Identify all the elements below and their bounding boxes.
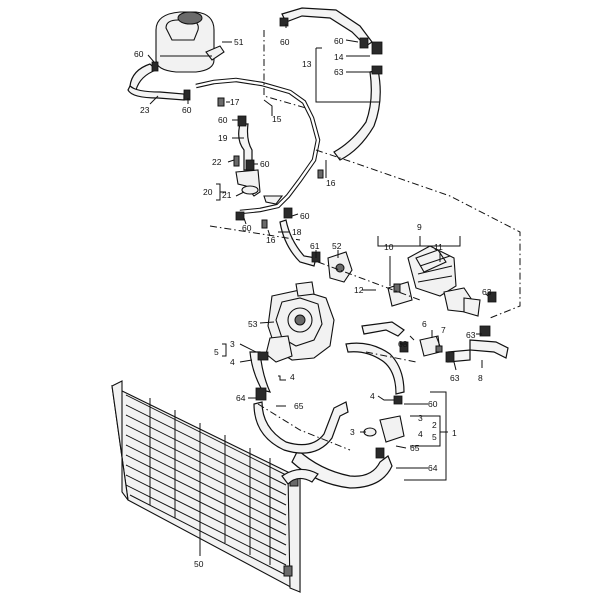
callout-60: 60	[242, 223, 252, 233]
callout-60: 60	[300, 211, 310, 221]
radiator	[111, 380, 301, 593]
hose-upper-right	[361, 321, 405, 337]
expansion-tank	[155, 11, 225, 73]
callout-6: 6	[422, 319, 427, 329]
bracket-20	[235, 169, 284, 205]
thermostat-housing-53	[265, 281, 335, 363]
aux-water-pump	[387, 245, 497, 337]
callout-16: 16	[326, 178, 336, 188]
callout-5: 5	[214, 347, 219, 357]
callout-15: 15	[272, 114, 282, 124]
callout-21: 21	[222, 190, 232, 200]
callout-1: 1	[452, 428, 457, 438]
temperature-sensor-22	[233, 155, 240, 167]
callout-19: 19	[218, 133, 228, 143]
callout-65: 65	[410, 443, 420, 453]
callout-4: 4	[370, 391, 375, 401]
callout-18: 18	[292, 227, 302, 237]
hose-8	[447, 339, 509, 363]
callout-23: 23	[140, 105, 150, 115]
callout-52: 52	[332, 241, 342, 251]
callout-60: 60	[428, 399, 438, 409]
callout-5: 5	[432, 432, 437, 442]
callout-60: 60	[182, 105, 192, 115]
callout-64: 64	[236, 393, 246, 403]
hose-13	[281, 7, 381, 161]
callout-17: 17	[230, 97, 240, 107]
callout-11: 11	[434, 242, 443, 252]
callout-60: 60	[280, 37, 290, 47]
callout-51: 51	[234, 37, 244, 47]
callout-14: 14	[334, 52, 344, 62]
hose-65	[249, 351, 272, 393]
callout-3: 3	[418, 413, 423, 423]
callout-63: 63	[466, 330, 476, 340]
callout-labels: 51 60 23 60 17 15 60 19 22 60 20 21 60 6…	[134, 36, 492, 569]
callout-63: 63	[398, 339, 408, 349]
callout-20: 20	[203, 187, 213, 197]
callout-4: 4	[230, 357, 235, 367]
callout-3: 3	[350, 427, 355, 437]
connector-lower-right	[363, 395, 405, 459]
callout-2: 2	[432, 420, 437, 430]
callout-22: 22	[212, 157, 222, 167]
hose-4-right	[345, 342, 405, 395]
callout-65: 65	[294, 401, 304, 411]
callout-4: 4	[418, 429, 423, 439]
callout-53: 53	[248, 319, 258, 329]
callout-13: 13	[302, 59, 312, 69]
callout-63: 63	[482, 287, 492, 297]
t-piece-6	[399, 335, 455, 363]
callout-60: 60	[134, 49, 144, 59]
callout-16: 16	[266, 235, 276, 245]
bolt-17	[217, 97, 225, 107]
group-dash-lines	[209, 30, 521, 451]
coolant-pipe-15	[195, 77, 321, 215]
callout-9: 9	[417, 222, 422, 232]
callout-63: 63	[334, 67, 344, 77]
callout-60: 60	[260, 159, 270, 169]
callout-61: 61	[310, 241, 320, 251]
callout-3: 3	[230, 339, 235, 349]
callout-4: 4	[290, 372, 295, 382]
hose-64-lower	[281, 449, 393, 489]
callout-60: 60	[218, 115, 228, 125]
hose-clamps	[151, 17, 383, 401]
bolt-16	[261, 169, 324, 229]
callout-10: 10	[384, 242, 394, 252]
callout-7: 7	[441, 325, 446, 335]
leader-lines	[147, 24, 489, 556]
callout-12: 12	[354, 285, 364, 295]
callout-64: 64	[428, 463, 438, 473]
callout-63: 63	[450, 373, 460, 383]
callout-50: 50	[194, 559, 204, 569]
callout-8: 8	[478, 373, 483, 383]
callout-60: 60	[334, 36, 344, 46]
